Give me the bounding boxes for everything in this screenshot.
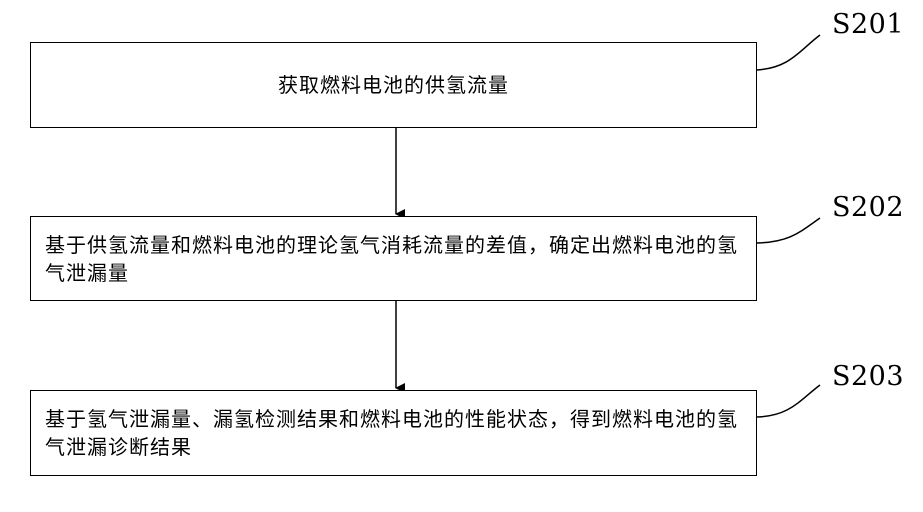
leader-curve-s201 bbox=[757, 35, 820, 70]
step-text-s201: 获取燃料电池的供氢流量 bbox=[264, 71, 523, 99]
step-box-s202: 基于供氢流量和燃料电池的理论氢气消耗流量的差值，确定出燃料电池的氢气泄漏量 bbox=[30, 216, 757, 301]
step-text-s203: 基于氢气泄漏量、漏氢检测结果和燃料电池的性能状态，得到燃料电池的氢气泄漏诊断结果 bbox=[31, 405, 756, 461]
step-label-s202: S202 bbox=[832, 193, 904, 223]
leader-curve-s202 bbox=[757, 218, 820, 243]
step-box-s203: 基于氢气泄漏量、漏氢检测结果和燃料电池的性能状态，得到燃料电池的氢气泄漏诊断结果 bbox=[30, 390, 757, 476]
step-label-s201: S201 bbox=[832, 10, 904, 40]
step-box-s201: 获取燃料电池的供氢流量 bbox=[30, 42, 757, 128]
step-label-s203: S203 bbox=[832, 362, 904, 392]
step-text-s202: 基于供氢流量和燃料电池的理论氢气消耗流量的差值，确定出燃料电池的氢气泄漏量 bbox=[31, 231, 756, 287]
leader-curve-s203 bbox=[757, 385, 820, 417]
